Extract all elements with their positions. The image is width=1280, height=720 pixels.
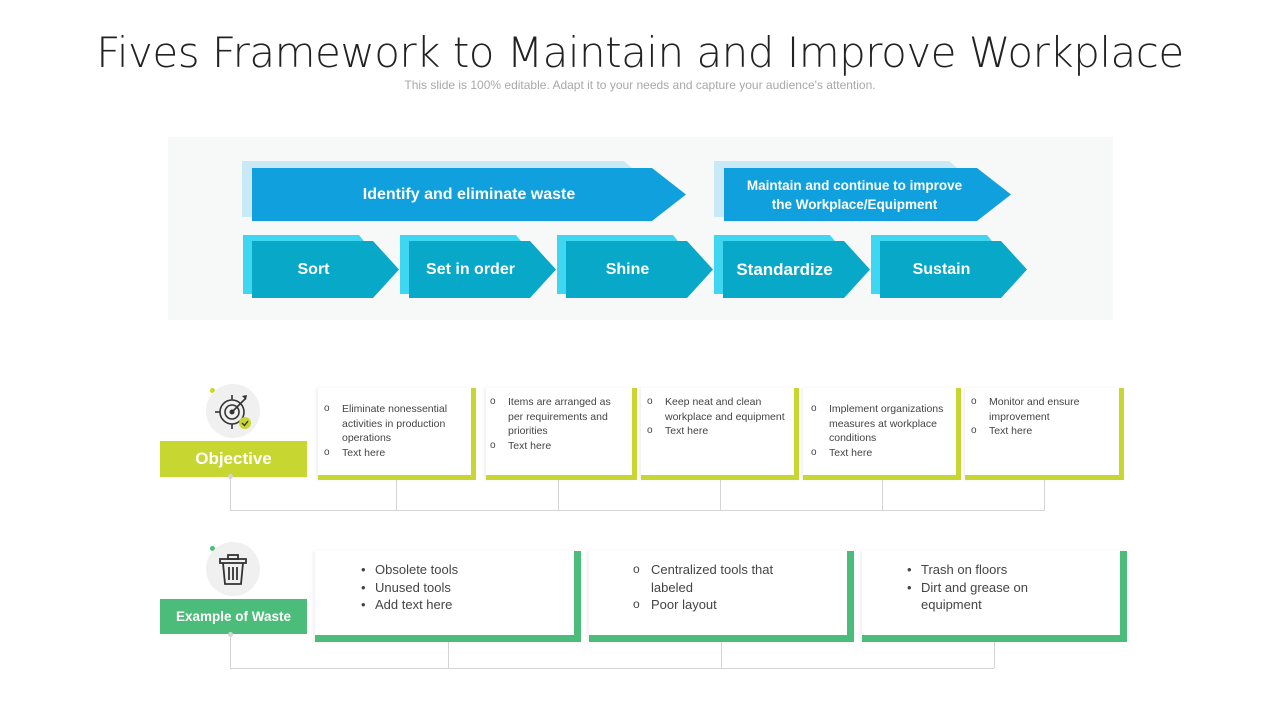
- list-item: Dirt and grease on equipment: [905, 579, 1060, 614]
- accent-dot: [210, 388, 215, 393]
- objective-card: Keep neat and clean workplace and equipm…: [641, 388, 799, 480]
- list-item: Obsolete tools: [359, 561, 566, 579]
- objective-connector: [720, 479, 721, 510]
- waste-card: Trash on floors Dirt and grease on equip…: [862, 551, 1127, 642]
- objective-card: Items are arranged as per requirements a…: [486, 388, 637, 480]
- page-title: Fives Framework to Maintain and Improve …: [96, 28, 1184, 77]
- list-item: Add text here: [359, 596, 566, 614]
- waste-label: Example of Waste: [160, 599, 307, 634]
- objective-connector: [1044, 479, 1045, 510]
- step-sort: Sort: [243, 235, 399, 298]
- list-item: Text here: [322, 446, 465, 461]
- waste-connector: [448, 641, 449, 668]
- list-item: Trash on floors: [905, 561, 1060, 579]
- list-item: Poor layout: [631, 596, 797, 614]
- step-sustain: Sustain: [871, 235, 1027, 298]
- list-item: Keep neat and clean workplace and equipm…: [645, 395, 788, 424]
- list-item: Eliminate nonessential activities in pro…: [322, 402, 465, 446]
- connector-node: [228, 632, 233, 637]
- waste-connector: [721, 641, 722, 668]
- objective-connector: [230, 510, 1045, 511]
- objective-card: Implement organizations measures at work…: [803, 388, 961, 480]
- list-item: Items are arranged as per requirements a…: [488, 395, 626, 439]
- step-label: Shine: [605, 260, 650, 278]
- target-icon: [215, 395, 251, 429]
- step-label: Sustain: [912, 260, 971, 278]
- waste-connector: [994, 641, 995, 668]
- objective-connector: [882, 479, 883, 510]
- objective-label: Objective: [160, 441, 307, 477]
- objective-card: Monitor and ensure improvement Text here: [965, 388, 1124, 480]
- list-item: Centralized tools that labeled: [631, 561, 797, 596]
- step-label: Set in order: [426, 260, 515, 278]
- list-item: Monitor and ensure improvement: [969, 395, 1113, 424]
- waste-icon-holder: [206, 542, 260, 596]
- objective-icon-holder: [206, 384, 260, 438]
- step-label: Standardize: [736, 259, 833, 279]
- trash-icon: [219, 554, 247, 585]
- objective-card: Eliminate nonessential activities in pro…: [318, 388, 476, 480]
- list-item: Text here: [645, 424, 788, 439]
- phase-arrow-identify: Identify and eliminate waste: [242, 161, 686, 221]
- step-set-in-order: Set in order: [400, 235, 556, 298]
- waste-connector: [230, 634, 231, 669]
- objective-label-text: Objective: [195, 449, 272, 468]
- connector-node: [228, 474, 233, 479]
- step-label: Sort: [297, 260, 330, 278]
- waste-card: Centralized tools that labeled Poor layo…: [589, 551, 854, 642]
- objective-connector: [396, 479, 397, 510]
- list-item: Text here: [809, 446, 952, 461]
- list-item: Unused tools: [359, 579, 566, 597]
- waste-connector: [230, 668, 994, 669]
- objective-connector: [230, 477, 231, 511]
- phase-label: Identify and eliminate waste: [362, 185, 576, 203]
- waste-card: Obsolete tools Unused tools Add text her…: [315, 551, 581, 642]
- phase-arrow-maintain: Maintain and continue to improve the Wor…: [714, 161, 1011, 221]
- step-shine: Shine: [557, 235, 713, 298]
- list-item: Implement organizations measures at work…: [809, 402, 952, 446]
- objective-connector: [558, 479, 559, 510]
- accent-dot: [210, 546, 215, 551]
- list-item: Text here: [488, 439, 626, 454]
- page-subtitle: This slide is 100% editable. Adapt it to…: [404, 78, 876, 92]
- list-item: Text here: [969, 424, 1113, 439]
- step-standardize: Standardize: [714, 235, 870, 298]
- waste-label-text: Example of Waste: [175, 609, 292, 624]
- phase-label: Maintain and continue to improve the Wor…: [746, 177, 963, 212]
